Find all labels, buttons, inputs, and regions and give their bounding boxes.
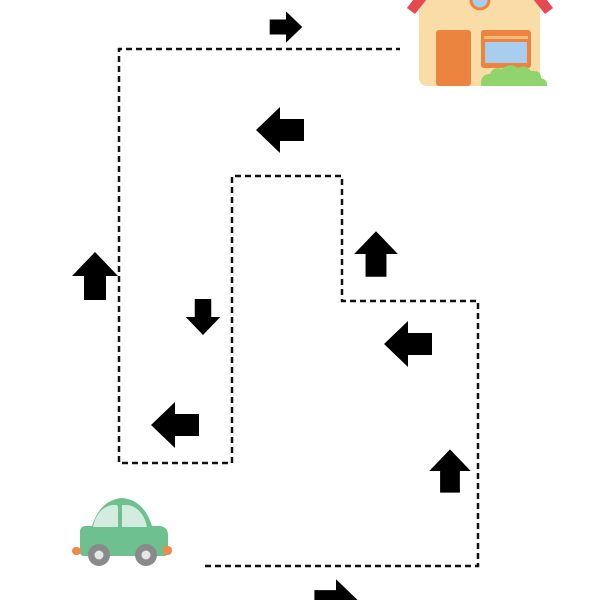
car-icon — [72, 498, 172, 566]
house-window-pane — [485, 42, 527, 63]
car-taillight — [72, 547, 81, 555]
car-window-right — [122, 505, 147, 527]
direction-arrows — [72, 11, 471, 600]
house-window-sill — [484, 36, 528, 39]
arrow-right-icon — [314, 579, 358, 600]
house-round-window — [469, 0, 491, 11]
arrow-up-icon — [72, 252, 118, 300]
arrow-left-icon — [151, 402, 199, 448]
car-hubcap-rear — [94, 550, 104, 560]
arrow-up-icon — [354, 231, 398, 277]
arrow-left-icon — [384, 321, 432, 367]
house-icon — [407, 0, 553, 86]
car-window-left — [93, 505, 118, 527]
car-headlight — [163, 546, 172, 555]
arrow-left-icon — [256, 107, 304, 153]
dashed-route — [117, 47, 480, 568]
arrow-down-icon — [185, 299, 221, 335]
arrow-right-icon — [269, 11, 303, 43]
bush — [480, 65, 548, 86]
car-hubcap-front — [141, 550, 151, 560]
arrow-up-icon — [429, 449, 471, 493]
house-door — [436, 30, 471, 86]
house-roof — [407, 0, 553, 14]
